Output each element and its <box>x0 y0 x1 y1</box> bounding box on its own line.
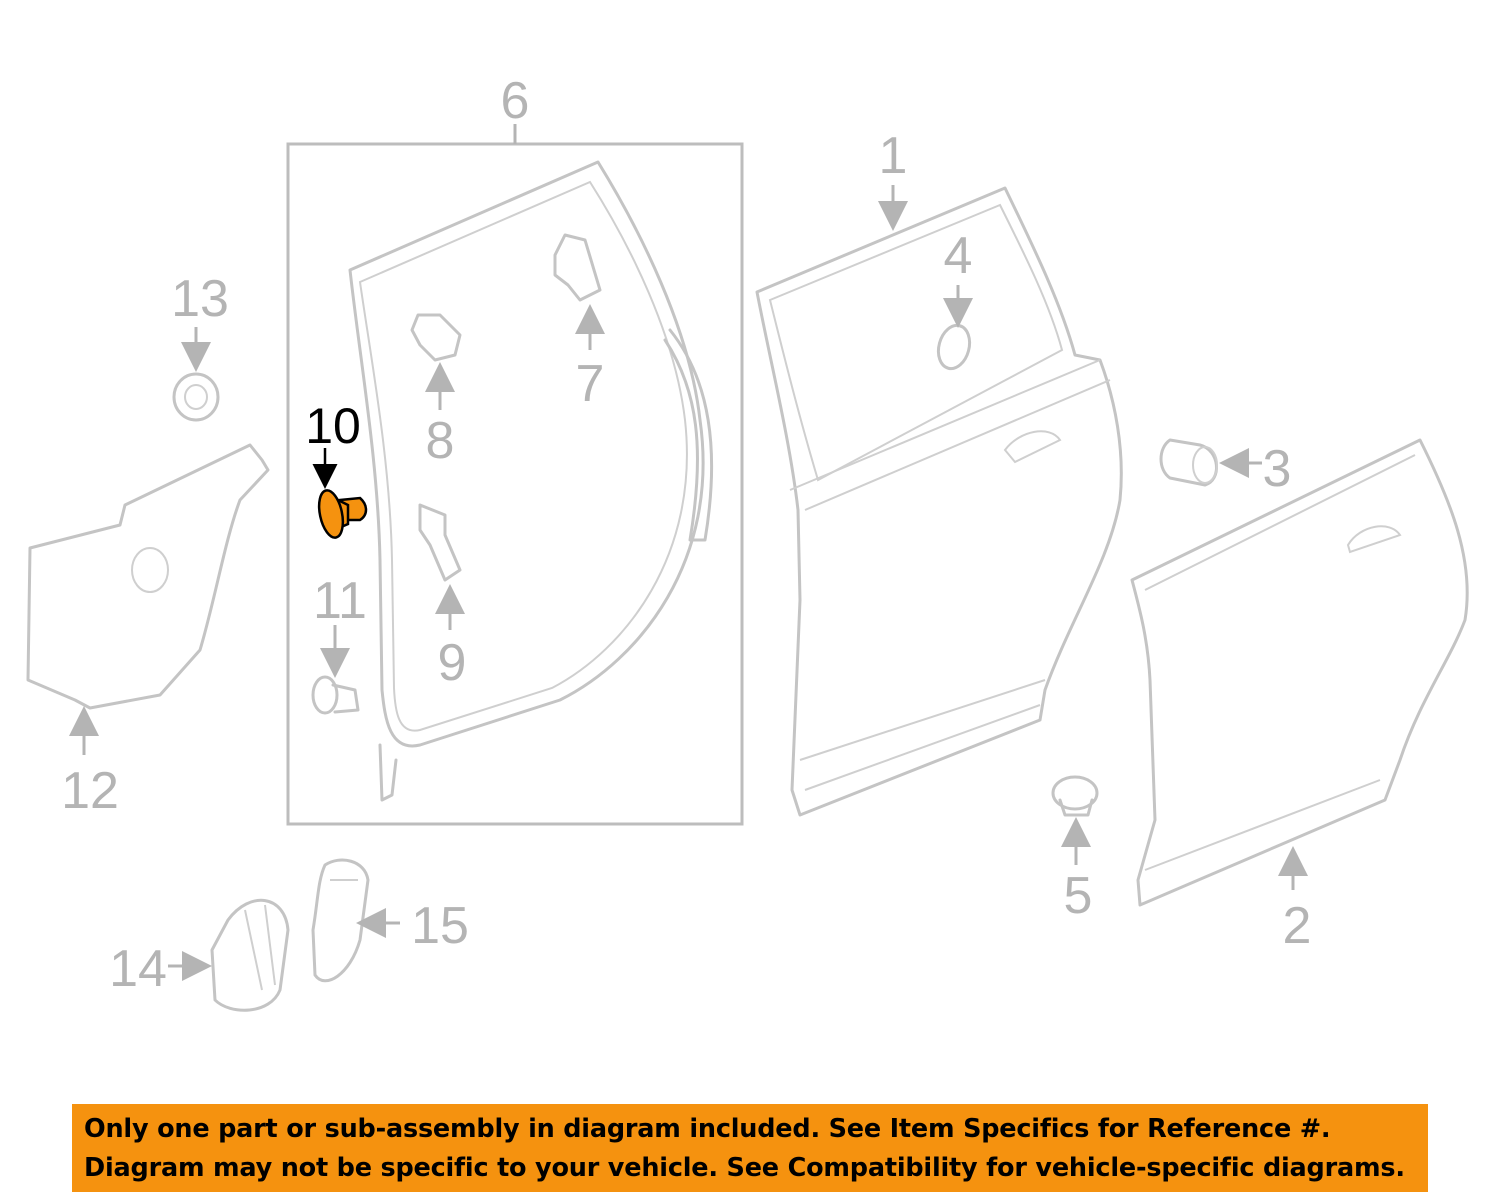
part-1-door-shell <box>755 186 1123 817</box>
callout-2: 2 <box>1283 897 1312 955</box>
part-4-plug <box>936 323 972 371</box>
part-8-clip <box>410 313 462 362</box>
part-13-nut <box>172 372 220 422</box>
callout-15: 15 <box>411 897 469 955</box>
part-2-door-outer-panel <box>1130 438 1469 907</box>
part-3-bumper <box>1159 438 1218 487</box>
callout-1: 1 <box>879 127 908 185</box>
callout-13: 13 <box>171 270 229 328</box>
part-11-clip <box>311 675 360 715</box>
part-9-bracket <box>418 503 462 582</box>
callout-4: 4 <box>944 227 973 285</box>
disclaimer-line-1: Only one part or sub-assembly in diagram… <box>84 1114 1331 1144</box>
part-15-cover <box>311 858 370 983</box>
callout-7: 7 <box>576 355 605 413</box>
callout-9: 9 <box>438 634 467 692</box>
part-14-handle-cover <box>210 898 290 1012</box>
part-7-clip <box>553 233 602 302</box>
weatherstrip-group-box <box>286 142 744 826</box>
callout-11: 11 <box>313 572 367 630</box>
callout-3: 3 <box>1263 440 1292 498</box>
part-10-highlighted-clip[interactable] <box>315 488 368 540</box>
disclaimer-line-2: Diagram may not be specific to your vehi… <box>84 1153 1405 1183</box>
callout-6: 6 <box>501 72 530 130</box>
callout-10: 10 <box>305 398 361 454</box>
part-12-cover-panel <box>26 443 270 710</box>
callout-14: 14 <box>109 940 167 998</box>
callout-8: 8 <box>426 412 455 470</box>
part-6-weatherstrip <box>348 160 714 802</box>
part-5-grommet <box>1051 775 1099 817</box>
disclaimer-banner: Only one part or sub-assembly in diagram… <box>72 1104 1428 1192</box>
callout-12: 12 <box>61 762 119 820</box>
callout-5: 5 <box>1064 867 1093 925</box>
